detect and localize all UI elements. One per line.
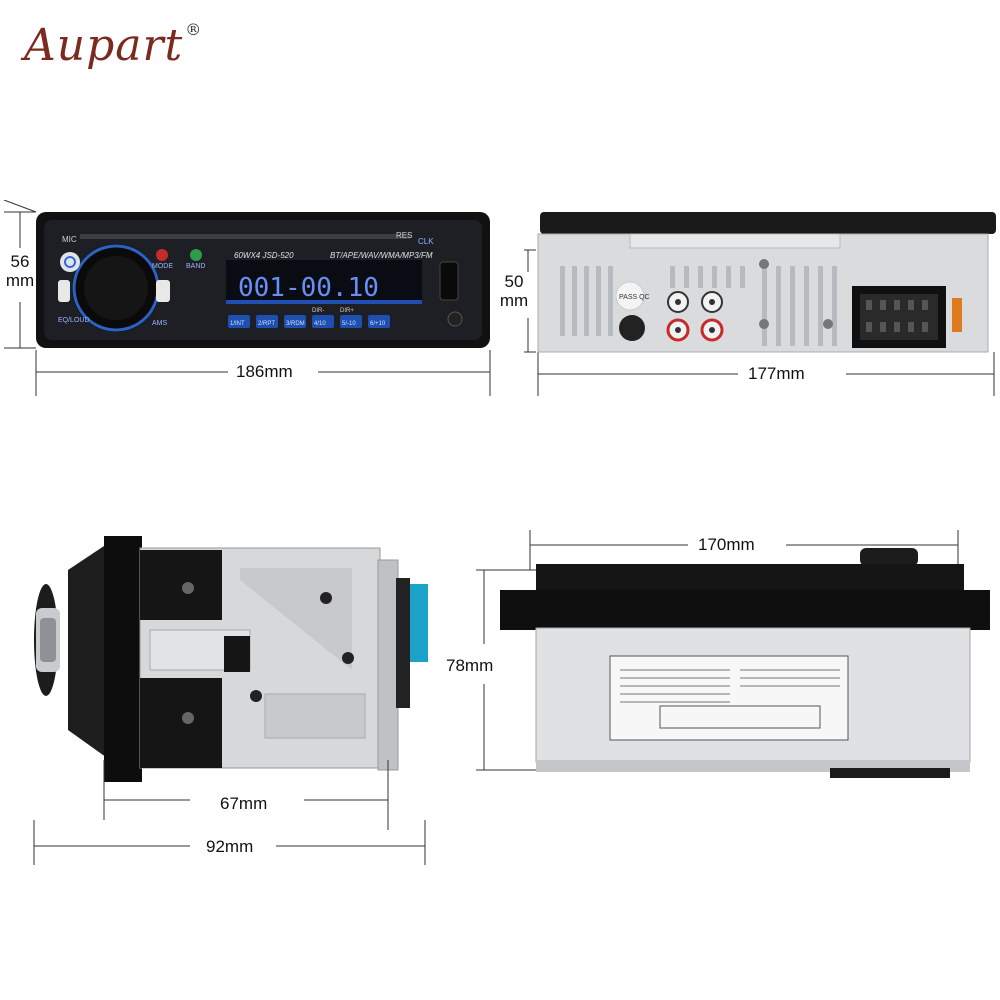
front-width-label: 186mm xyxy=(232,362,297,382)
preset-label-2: 2/RPT xyxy=(258,321,275,327)
lcd-readout: 001-00.10 xyxy=(238,273,379,303)
mic-label: MIC xyxy=(62,235,77,244)
preset-label-4: 4/10 xyxy=(314,321,326,327)
preset-label-1: 1/INT xyxy=(230,321,245,327)
back-width-label: 177mm xyxy=(744,364,809,384)
top-view-drawing xyxy=(476,530,990,778)
side-depth-total-label: 92mm xyxy=(202,837,258,857)
dir-plus-label: DIR+ xyxy=(340,308,354,314)
side-depth-body-label: 67mm xyxy=(216,794,272,814)
back-view-drawing: PASS QC xyxy=(524,212,996,396)
front-view-drawing: 001-00.10 MIC RES CLK 60WX4 JSD-520 BT/A… xyxy=(3,200,491,396)
preset-buttons xyxy=(228,315,390,328)
top-width-label: 170mm xyxy=(694,535,759,555)
model-label: 60WX4 JSD-520 xyxy=(234,251,294,260)
mode-label: MODE xyxy=(152,263,173,270)
top-height-label: 78mm xyxy=(442,656,498,676)
side-view-drawing xyxy=(33,536,428,865)
clk-label: CLK xyxy=(418,237,434,246)
dir-minus-label: DIR- xyxy=(312,308,324,314)
preset-label-6: 6/+10 xyxy=(370,321,386,327)
res-label: RES xyxy=(396,231,412,240)
band-label: BAND xyxy=(186,263,205,270)
eq-label: EQ/LOUD xyxy=(58,317,90,324)
preset-label-5: 5/-10 xyxy=(342,321,356,327)
ams-label: AMS xyxy=(152,320,168,327)
preset-label-3: 3/RDM xyxy=(286,321,305,327)
brand-logo: Aupart® xyxy=(24,20,203,71)
qc-sticker: PASS QC xyxy=(619,294,650,301)
formats-label: BT/APE/WAV/WMA/MP3/FM xyxy=(330,251,433,260)
